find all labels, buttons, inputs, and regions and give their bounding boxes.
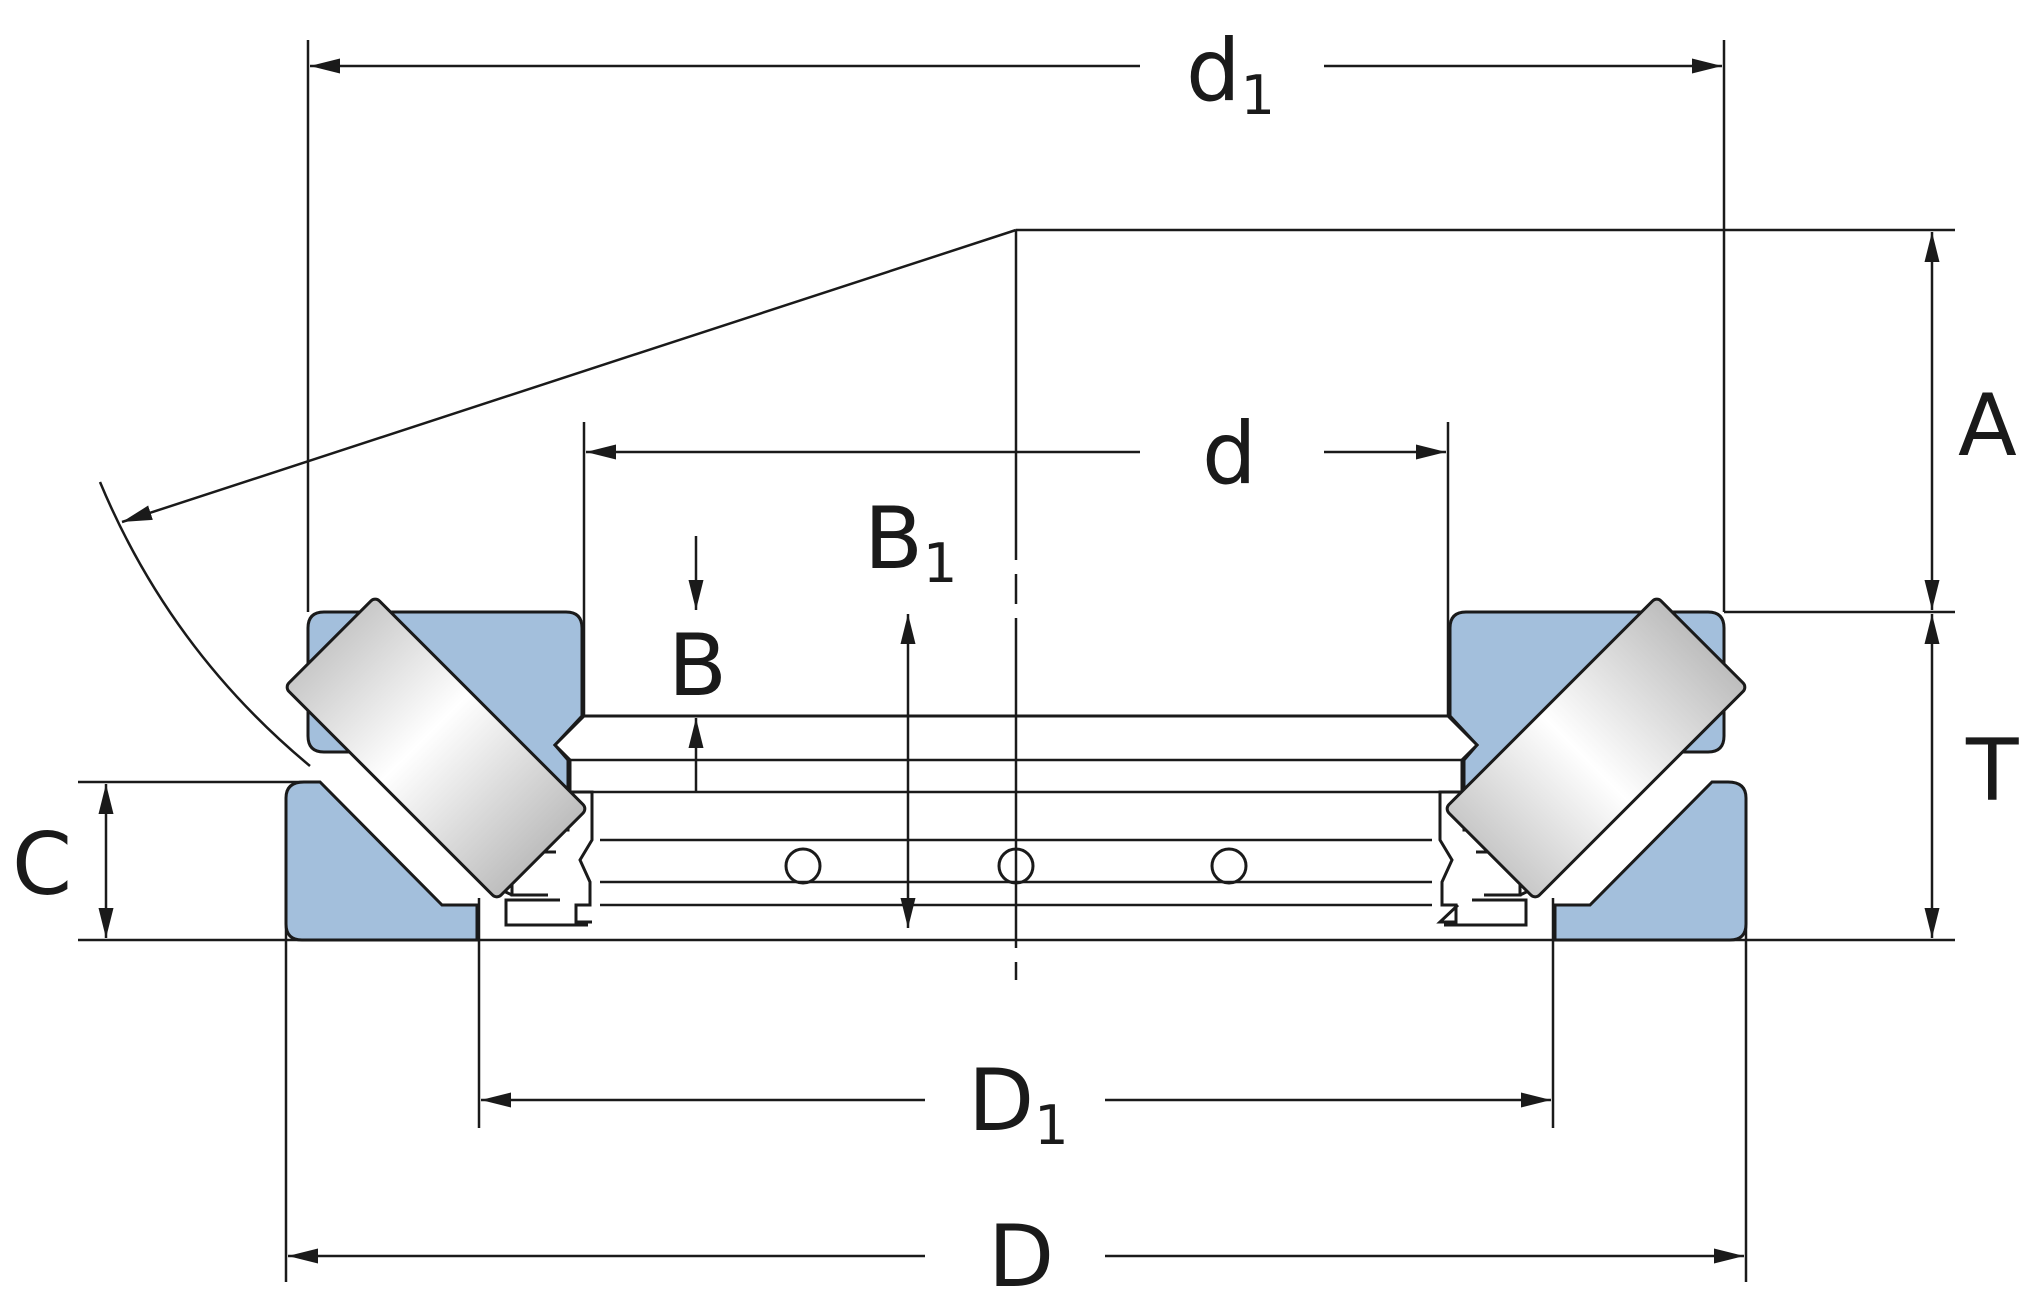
radius-arc	[98, 481, 311, 767]
cage-body	[552, 714, 1480, 924]
roller-right	[1445, 597, 1747, 899]
rivet-hole	[1210, 847, 1248, 885]
label-d: d	[1202, 404, 1257, 504]
label-B1: B1	[864, 489, 957, 595]
label-D1: D1	[968, 1051, 1069, 1157]
label-T: T	[1965, 721, 2019, 821]
label-d1: d1	[1186, 21, 1275, 127]
label-D: D	[988, 1207, 1054, 1304]
radius-leader	[121, 228, 1017, 524]
rivet-hole	[784, 847, 822, 885]
roller-left	[285, 597, 587, 899]
label-B: B	[668, 616, 727, 716]
label-C: C	[12, 815, 72, 915]
cage-bottom-flange	[504, 898, 1528, 927]
label-A: A	[1958, 376, 2017, 476]
